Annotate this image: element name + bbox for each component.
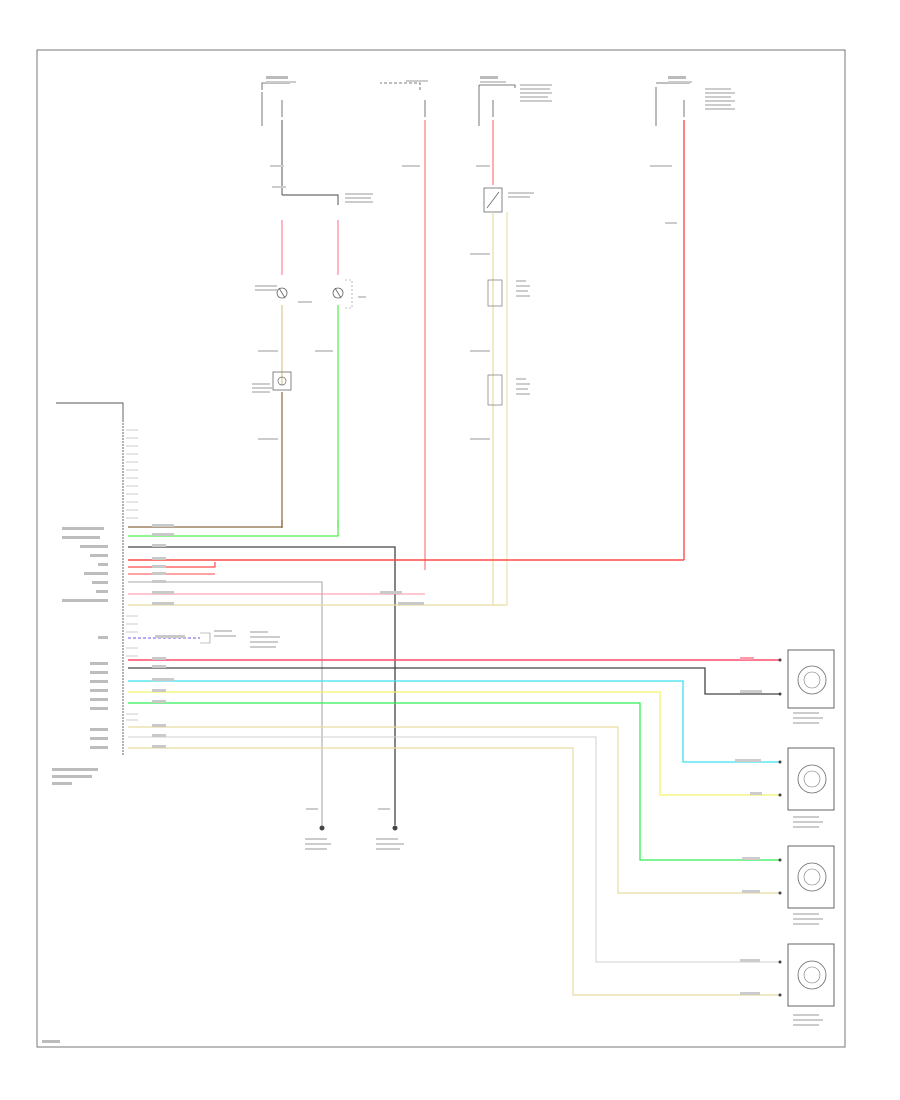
switch-icon — [332, 287, 344, 299]
top-power-feeds — [261, 76, 735, 126]
sensor-icon — [787, 747, 835, 811]
wheel-sensors — [735, 649, 835, 1026]
sensor-icon — [272, 371, 292, 391]
ground-icon — [305, 808, 331, 850]
connector-note — [200, 630, 280, 648]
ground-icon — [376, 808, 404, 850]
left-sensor-branch — [252, 120, 373, 528]
sensor-icon — [787, 649, 835, 709]
control-unit-wiring — [128, 520, 780, 996]
sensor-icon — [487, 279, 503, 307]
sensor-icon — [487, 374, 503, 406]
sensor-icon — [787, 845, 835, 909]
right-power-branch — [650, 120, 685, 560]
diagram-frame — [36, 49, 846, 1048]
wire-code-labels — [152, 524, 424, 748]
sensor-icon — [787, 943, 835, 1007]
electronic-brake-control-unit — [52, 402, 138, 785]
figure-id-mark — [42, 1040, 60, 1043]
switch-icon — [483, 187, 503, 213]
switch-icon — [276, 287, 288, 299]
middle-sensor-branch — [402, 120, 534, 605]
